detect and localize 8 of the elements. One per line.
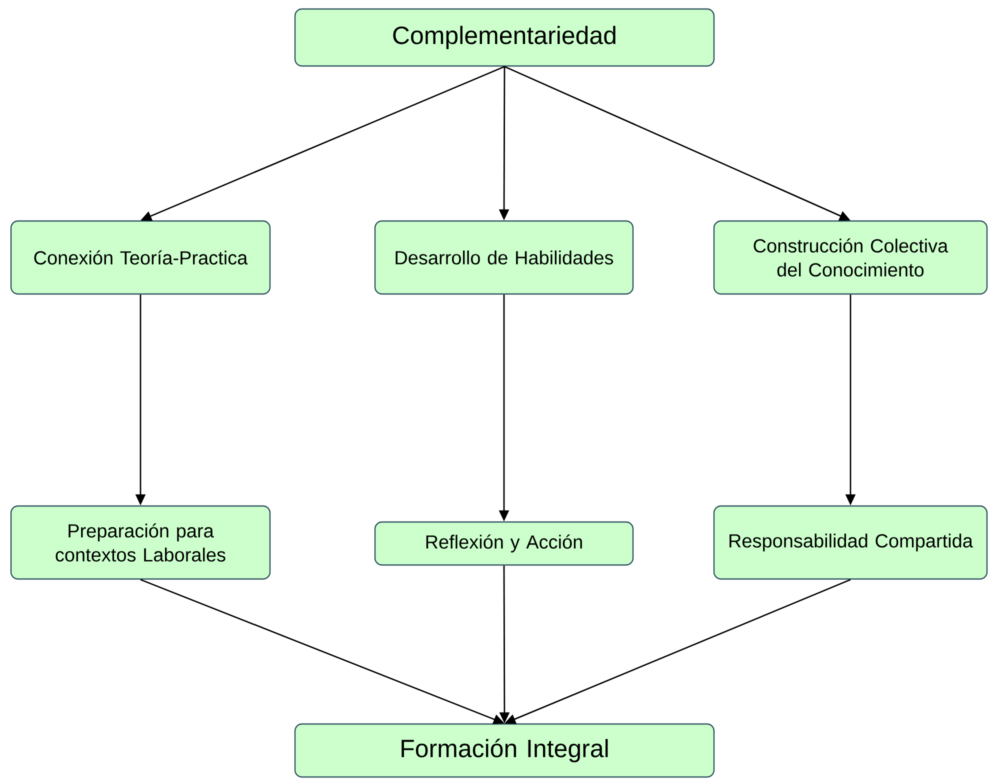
process-box: Desarrollo de Habilidades (374, 220, 634, 295)
process-box: Responsabilidad Compartida (713, 505, 988, 580)
process-box: Preparación para contextos Laborales (10, 505, 271, 580)
process-box: Complementariedad (294, 8, 715, 67)
process-box: Reflexión y Acción (374, 521, 634, 566)
process-box: Formación Integral (294, 723, 715, 778)
process-box: Construcción Colectiva del Conocimiento (713, 220, 988, 295)
process-box: Conexión Teoría-Practica (10, 220, 271, 295)
